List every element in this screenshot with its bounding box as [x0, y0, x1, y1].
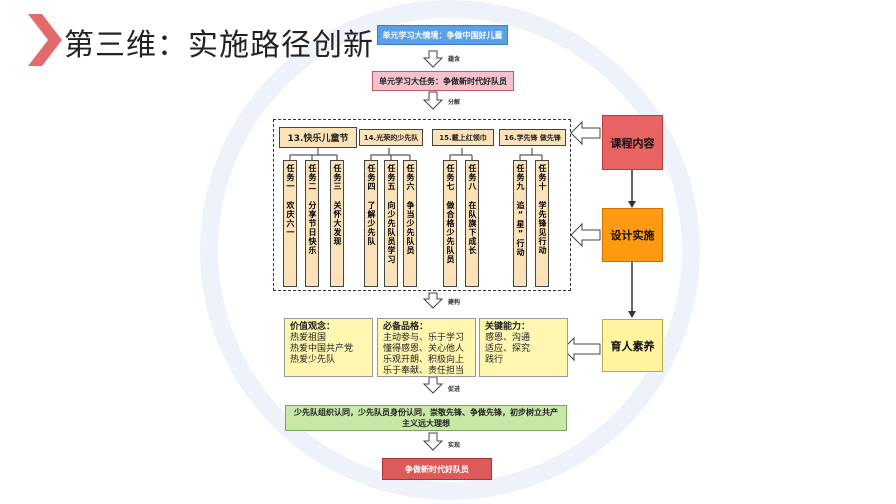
course-content-box: 课程内容	[602, 115, 663, 170]
down-arrow-icon	[422, 292, 444, 309]
page-title: 第三维：实施路径创新	[64, 28, 374, 63]
task-arrow-label: 分解	[448, 99, 461, 106]
character-box: 必备品格： 主动参与、乐于学习 懂得感恩、关心他人 乐观开朗、积极向上 乐于奉献…	[377, 318, 476, 377]
context-box: 单元学习大情境：争做中国好儿童	[377, 25, 508, 45]
context-arrow-label: 蕴含	[448, 56, 461, 63]
lesson-13: 13.快乐儿童节	[279, 127, 357, 148]
down-arrow-icon	[422, 376, 444, 394]
goal-box: 争做新时代好队员	[382, 458, 492, 480]
task-1: 任务一 欢庆六一	[283, 160, 297, 287]
design-implement-box: 设计实施	[602, 208, 663, 262]
character-line: 懂得感恩、关心他人	[383, 344, 465, 354]
left-arrow-icon	[562, 336, 601, 362]
down-arrow-icon	[422, 91, 444, 110]
chevron-right-icon	[28, 14, 62, 66]
lesson-14: 14.光荣的少先队	[359, 129, 423, 146]
character-line: 主动参与、乐于学习	[383, 333, 465, 343]
task-6: 任务六 争当少先队员	[403, 160, 417, 287]
task-10: 任务十 学先锋见行动	[535, 160, 549, 287]
down-arrow-icon	[422, 432, 444, 451]
character-line: 乐于奉献、责任担当	[383, 366, 465, 376]
down-arrow-icon	[422, 50, 444, 68]
task-9: 任务九 追“星”行动	[513, 160, 527, 287]
ability-box: 关键能力： 感恩、沟通 适应、探究 践行	[479, 318, 568, 377]
lesson-15: 15.戴上红领巾	[432, 129, 494, 146]
values-title: 价值观念：	[290, 322, 336, 332]
task-2: 任务二 分享节日快乐	[305, 160, 319, 287]
values-line: 热爱祖国	[290, 333, 327, 343]
build-arrow-label: 建构	[448, 299, 461, 306]
ability-line: 感恩、沟通	[485, 333, 531, 343]
identity-box: 少先队组织认同，少先队员身份认同，崇敬先锋、争做先锋，初步树立共产主义远大理想	[285, 405, 567, 431]
task-box: 单元学习大任务：争做新时代好队员	[372, 71, 514, 91]
ability-line: 践行	[485, 355, 504, 365]
task-8: 任务八 在队旗下成长	[465, 160, 479, 287]
promote-arrow-label: 促进	[448, 386, 461, 393]
task-7: 任务七 做合格少先队员	[443, 160, 457, 287]
literacy-box: 育人素养	[602, 319, 663, 372]
task-5: 任务五 向少先队员学习	[384, 160, 398, 287]
lessons-container	[273, 119, 571, 291]
character-title: 必备品格：	[383, 322, 429, 332]
task-4: 任务四 了解少先队	[364, 160, 378, 287]
realize-arrow-label: 实现	[448, 442, 461, 449]
character-line: 乐观开朗、积极向上	[383, 355, 465, 365]
task-3: 任务三 关怀大发现	[330, 160, 344, 287]
values-box: 价值观念： 热爱祖国 热爱中国共产党 热爱少先队	[284, 318, 373, 377]
left-arrow-icon	[570, 120, 601, 146]
lesson-16: 16.学先锋 做先锋	[499, 129, 566, 146]
ability-title: 关键能力：	[485, 322, 531, 332]
values-line: 热爱少先队	[290, 355, 336, 365]
left-arrow-icon	[570, 222, 601, 248]
ability-line: 适应、探究	[485, 344, 531, 354]
values-line: 热爱中国共产党	[290, 344, 354, 354]
